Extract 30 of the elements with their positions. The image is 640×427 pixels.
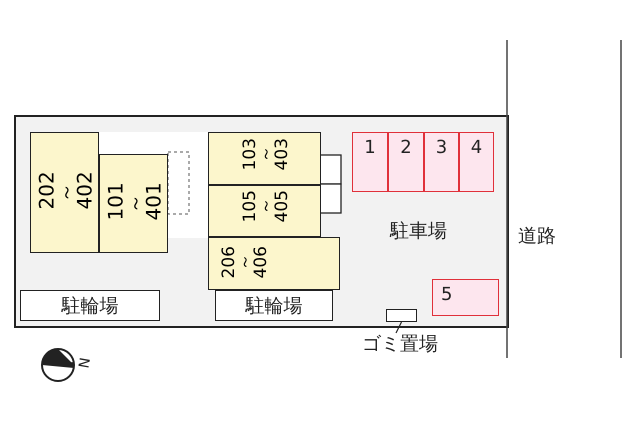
apartment-unit xyxy=(99,154,168,253)
road-label: 道路 xyxy=(518,224,556,249)
apartment-unit xyxy=(30,132,99,253)
bicycle-parking-area xyxy=(215,290,333,321)
parking-space xyxy=(388,132,424,192)
unit-number: 206 ～ 406 xyxy=(220,244,270,279)
area-label: ゴミ置場 xyxy=(362,332,438,357)
unit-number: 202 ～ 402 xyxy=(37,175,94,209)
leader-line xyxy=(395,322,402,334)
parking-space xyxy=(424,132,459,192)
space-number: 2 xyxy=(400,137,412,158)
area-label: 駐車場 xyxy=(390,219,447,244)
north-label: N xyxy=(76,356,94,370)
parking-space xyxy=(432,279,499,316)
bicycle-parking-area xyxy=(20,290,160,321)
space-number: 5 xyxy=(441,284,452,305)
parking-space xyxy=(459,132,494,192)
space-number: 4 xyxy=(470,137,482,158)
unit-number: 101 ～ 401 xyxy=(106,186,163,220)
area-label: 駐輪場 xyxy=(246,294,302,318)
apartment-unit xyxy=(208,132,321,185)
garbage-station-box xyxy=(386,309,417,322)
unit-number: 103 ～ 403 xyxy=(241,136,290,171)
parking-space xyxy=(352,132,388,192)
unit-number: 105 ～ 405 xyxy=(241,189,290,224)
space-number: 3 xyxy=(436,137,448,158)
space-number: 1 xyxy=(364,137,376,158)
area-label: 駐輪場 xyxy=(62,294,118,318)
apartment-unit xyxy=(208,185,321,237)
apartment-unit xyxy=(208,237,340,290)
